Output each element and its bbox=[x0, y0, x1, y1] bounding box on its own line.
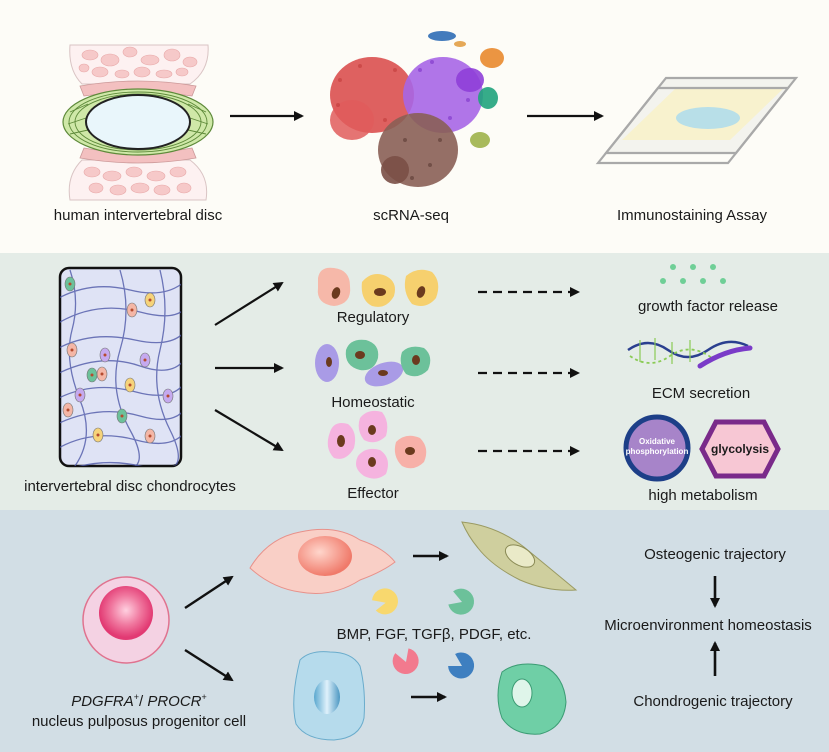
progenitor-label: nucleus pulposus progenitor cell bbox=[31, 713, 247, 730]
slide-illustration bbox=[595, 76, 799, 165]
homeostatic-cells bbox=[315, 339, 431, 387]
seq-label: scRNA-seq bbox=[373, 207, 449, 224]
tissue-section bbox=[58, 266, 183, 468]
arrow-to-regulatory bbox=[214, 281, 284, 326]
oxphos-icon bbox=[623, 414, 691, 482]
marker-2: PROCR bbox=[147, 693, 202, 710]
homeostatic-label: Homeostatic bbox=[331, 394, 415, 411]
factors-label: BMP, FGF, TGFβ, PDGF, etc. bbox=[336, 626, 532, 643]
arrow-to-chondro-cell bbox=[184, 648, 234, 682]
growth-factor-dots bbox=[660, 264, 726, 284]
oxphos-line-1: Oxidative bbox=[638, 437, 676, 446]
factor-shapes bbox=[372, 588, 475, 679]
oxphos-line-2: phosphorylation bbox=[625, 447, 689, 456]
effector-cells bbox=[327, 410, 427, 479]
progenitor-markers: PDGFRA+/ PROCR+ bbox=[71, 692, 207, 710]
ecm-label: ECM secretion bbox=[651, 385, 751, 402]
arrow-to-osteo-cell bbox=[184, 575, 234, 610]
marker-1: PDGFRA bbox=[71, 693, 134, 710]
growth-factor-label: growth factor release bbox=[637, 298, 779, 315]
osteoblast-cell bbox=[461, 521, 578, 591]
chondro-label: Chondrogenic trajectory bbox=[633, 693, 793, 710]
tissue-label: intervertebral disc chondrocytes bbox=[24, 478, 236, 495]
marker-1-sup: + bbox=[133, 692, 139, 702]
chondro-progenitor-cell bbox=[293, 651, 365, 741]
disc-label: human intervertebral disc bbox=[53, 207, 223, 224]
osteo-label: Osteogenic trajectory bbox=[644, 546, 786, 563]
effector-label: Effector bbox=[347, 485, 399, 502]
assay-label: Immunostaining Assay bbox=[616, 207, 768, 224]
regulatory-label: Regulatory bbox=[336, 309, 410, 326]
metabolism-label: high metabolism bbox=[648, 487, 758, 504]
progenitor-cell bbox=[82, 576, 170, 664]
homeostasis-label: Microenvironment homeostasis bbox=[604, 617, 812, 634]
marker-2-sup: + bbox=[201, 692, 207, 702]
arrow-to-effector bbox=[214, 409, 284, 452]
ecm-fibers bbox=[627, 338, 753, 369]
glycolysis-icon bbox=[699, 419, 781, 479]
chondrocyte-cell bbox=[497, 663, 567, 735]
glycolysis-text: glycolysis bbox=[710, 442, 770, 456]
marker-sep: / bbox=[139, 693, 148, 710]
disc-illustration bbox=[62, 44, 214, 201]
oxphos-text: Oxidative phosphorylation bbox=[626, 437, 689, 457]
osteo-progenitor-cell bbox=[249, 528, 396, 594]
regulatory-cells bbox=[317, 267, 439, 307]
umap-clusters bbox=[330, 31, 504, 187]
